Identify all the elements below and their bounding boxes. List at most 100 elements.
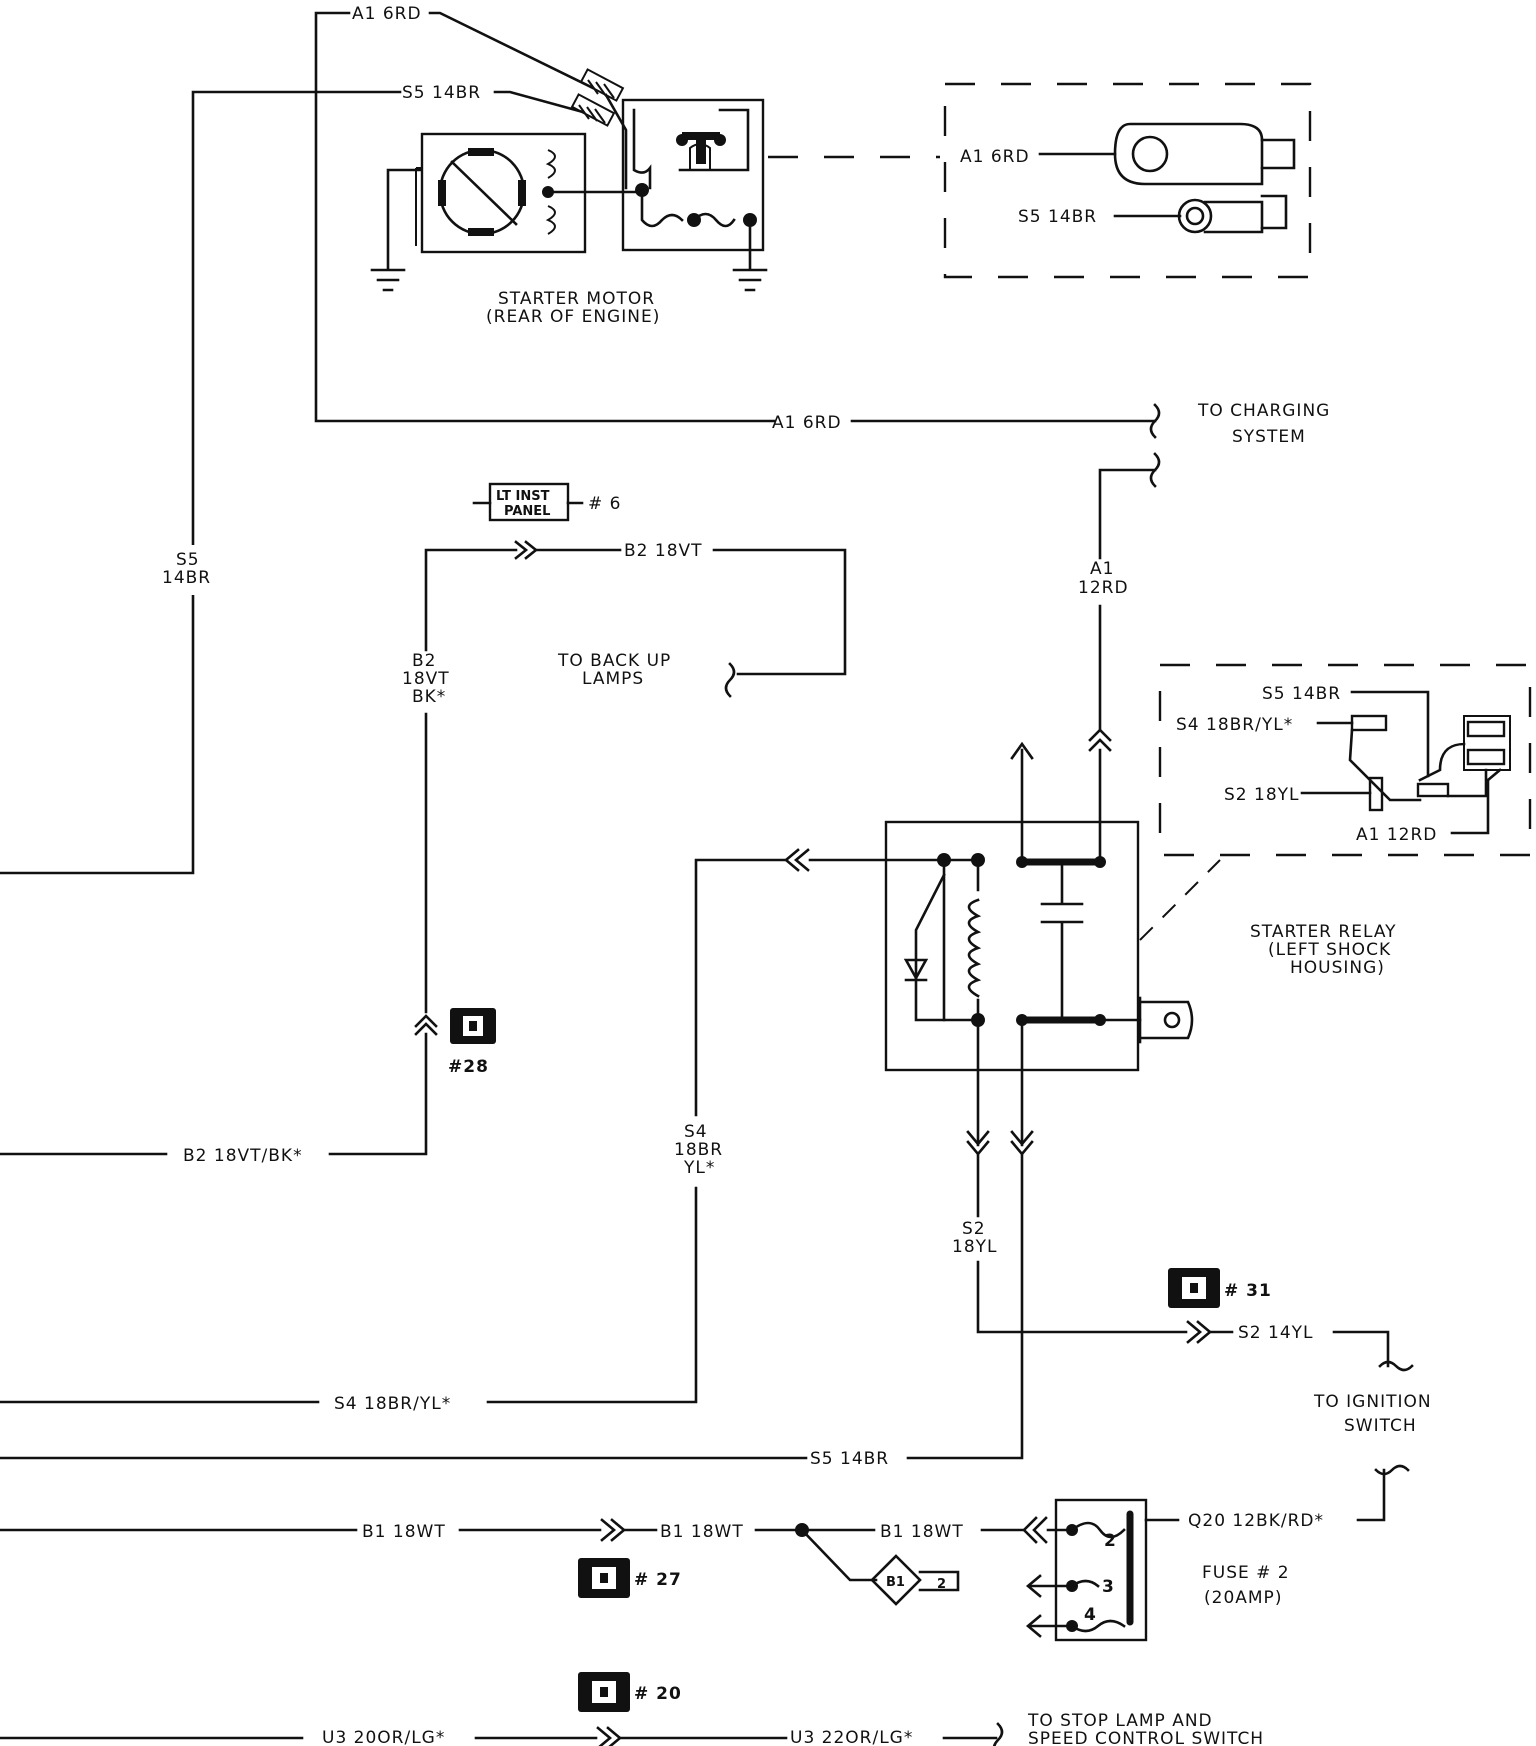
- label-s2-2: 18YL: [952, 1237, 998, 1257]
- a1-relay-feed: A1 12RD: [1078, 452, 1161, 862]
- connector-31-label: # 31: [1224, 1281, 1272, 1301]
- connector-chevron-a1: [1088, 728, 1112, 752]
- connector-chevron-s4: [783, 848, 810, 872]
- capacitor-icon: [1040, 860, 1084, 1022]
- label-q20: Q20 12BK/RD*: [1188, 1511, 1324, 1531]
- s5-left-label: S5 14BR: [155, 545, 225, 595]
- label-s4-bottom: S4 18BR/YL*: [334, 1394, 451, 1414]
- break-icon-u3: [992, 1722, 1004, 1746]
- connector-31: # 31: [1168, 1268, 1272, 1308]
- relay-detail-s4: S4 18BR/YL*: [1176, 715, 1293, 735]
- solenoid-terminal-detail: A1 6RD S5 14BR: [943, 82, 1312, 279]
- stop-lamp-dest-1: TO STOP LAMP AND: [1027, 1711, 1213, 1731]
- splice-diamond: [870, 1554, 922, 1606]
- starter-motor-location: (REAR OF ENGINE): [486, 307, 660, 327]
- starter-relay-loc-1: (LEFT SHOCK: [1268, 940, 1391, 960]
- fuse-chevron-top: [1022, 1516, 1048, 1544]
- field-coil-icon: [545, 149, 556, 235]
- fuse-link-icon: [1070, 1521, 1126, 1539]
- break-icon: [1149, 403, 1161, 439]
- label-u3-right: U3 22OR/LG*: [790, 1728, 913, 1746]
- panel-ref: # 6: [588, 494, 621, 514]
- wire-a1-6rd-main: [314, 11, 776, 423]
- label-s5-14br-top: S5 14BR: [402, 83, 481, 103]
- fuse-label-1: FUSE # 2: [1202, 1563, 1290, 1583]
- connector-chevron-b2: [414, 1014, 438, 1036]
- label-b2-bottom: B2 18VT/BK*: [183, 1146, 303, 1166]
- solenoid-coil-icon: [640, 188, 684, 228]
- detail-box-dashed: [943, 82, 1312, 279]
- solenoid-housing: [621, 98, 765, 252]
- connector-chevron-u3: [596, 1726, 623, 1746]
- label-s4-3: YL*: [683, 1158, 715, 1178]
- motor-terminal-lugs: [570, 68, 625, 127]
- label-b1-right: B1 18WT: [880, 1522, 964, 1542]
- terminal-lug-large: [1113, 122, 1264, 186]
- connector-28-label: #28: [448, 1057, 489, 1077]
- relay-terminal-detail: S5 14BR S4 18BR/YL* S2 18YL A1 12RD: [1158, 663, 1532, 857]
- ground-icon: [370, 268, 406, 292]
- label-b1-left: B1 18WT: [362, 1522, 446, 1542]
- connector-20-label: # 20: [634, 1684, 682, 1704]
- connector-chevron-b1: [600, 1518, 627, 1542]
- connector-27: # 27: [578, 1558, 682, 1598]
- relay-coil-icon: [967, 898, 982, 998]
- panel-label-1: LT INST: [496, 489, 550, 504]
- label-a1-relay-2: 12RD: [1078, 578, 1129, 598]
- connector-chevron: [514, 540, 539, 560]
- fuse-pin-3: 3: [1102, 1577, 1115, 1597]
- charging-dest-1: TO CHARGING: [1197, 401, 1330, 421]
- relay-detail-s5: S5 14BR: [1262, 684, 1341, 704]
- wire-s5-14br-main: [0, 90, 402, 875]
- break-icon-ign: [1378, 1360, 1414, 1372]
- break-icon-fuse: [1374, 1464, 1410, 1476]
- label-b2-2: 18VT: [402, 669, 450, 689]
- label-a1-6rd-top: A1 6RD: [352, 4, 422, 24]
- backup-dest-2: LAMPS: [582, 669, 644, 689]
- splice-label: B1: [886, 1575, 905, 1590]
- connector-27-label: # 27: [634, 1570, 682, 1590]
- break-icon-backup: [724, 662, 736, 698]
- motor-ground-lead: [386, 168, 422, 270]
- connector-chevron-s2h: [1186, 1320, 1213, 1344]
- label-b1-mid: B1 18WT: [660, 1522, 744, 1542]
- armature-brush-line: [450, 160, 518, 226]
- s2-wire: S2 18YL S2 14YL TO IGNITION SWITCH: [952, 1018, 1432, 1436]
- label-s4-1: S4: [684, 1122, 708, 1142]
- relay-mount-tab: [1138, 1000, 1194, 1040]
- lt-inst-panel-connector: LT INST PANEL # 6: [472, 482, 621, 522]
- starter-motor-title: STARTER MOTOR: [498, 289, 655, 309]
- label-s5-left-2: 14BR: [162, 568, 211, 588]
- starter-motor: STARTER MOTOR (REAR OF ENGINE): [370, 93, 768, 327]
- solenoid-contact-icon: [682, 132, 720, 140]
- ignition-dest-1: TO IGNITION: [1313, 1392, 1432, 1412]
- relay-detail-s2: S2 18YL: [1224, 785, 1300, 805]
- label-b2-18vt: B2 18VT: [624, 541, 703, 561]
- s4-wire: S4 18BR YL* S4 18BR/YL*: [0, 848, 946, 1414]
- label-s2-1: S2: [962, 1219, 986, 1239]
- label-s5-left-1: S5: [176, 550, 200, 570]
- starter-relay-title: STARTER RELAY: [1250, 922, 1397, 942]
- u3-wire: U3 20OR/LG* U3 22OR/LG* TO STOP LAMP AND…: [0, 1711, 1264, 1746]
- fuse-pin-4: 4: [1084, 1605, 1097, 1625]
- label-s2-14yl: S2 14YL: [1238, 1323, 1314, 1343]
- diode-icon: [903, 958, 929, 981]
- b2-vertical-wire: B2 18VT BK* B2 18VT/BK*: [0, 651, 450, 1166]
- panel-label-2: PANEL: [504, 504, 550, 519]
- backup-dest-1: TO BACK UP: [557, 651, 671, 671]
- label-s5-bottom: S5 14BR: [810, 1449, 889, 1469]
- stop-lamp-dest-2: SPEED CONTROL SWITCH: [1028, 1729, 1264, 1746]
- break-icon-a1: [1149, 452, 1161, 488]
- connector-20: # 20: [578, 1672, 682, 1712]
- ignition-dest-2: SWITCH: [1344, 1416, 1417, 1436]
- terminal-lug-small: [1177, 198, 1213, 234]
- relay-detail-box: [1158, 663, 1532, 857]
- fuse-pin-2: 2: [1104, 1531, 1117, 1551]
- fuse-label-2: (20AMP): [1204, 1588, 1282, 1608]
- relay-detail-a1: A1 12RD: [1356, 825, 1437, 845]
- label-a1-relay-1: A1: [1090, 559, 1114, 579]
- ground-icon-solenoid: [732, 268, 768, 292]
- charging-system-feed: A1 6RD TO CHARGING SYSTEM: [772, 401, 1330, 447]
